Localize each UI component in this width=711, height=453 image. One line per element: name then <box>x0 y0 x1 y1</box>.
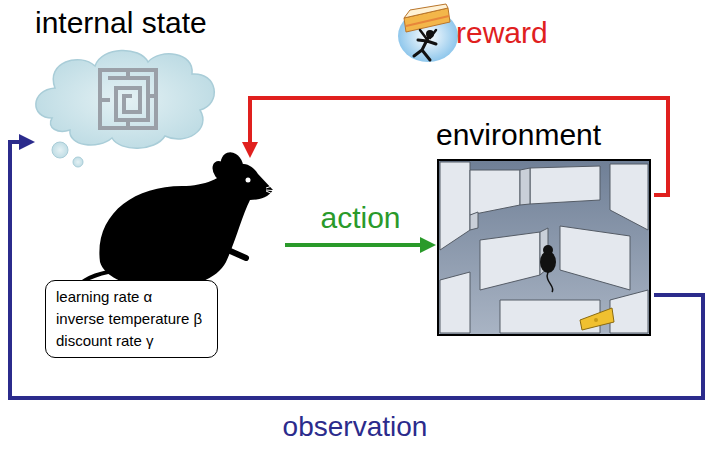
reward-icon <box>398 4 458 62</box>
action-arrow <box>285 237 436 253</box>
thought-cloud <box>36 50 214 167</box>
parameter-text: learning rate α <box>56 286 207 308</box>
internal-state-node: internal state <box>35 6 245 154</box>
environment-node: environment <box>436 118 654 338</box>
maze-picture <box>438 160 650 335</box>
reward-arrow <box>242 98 668 195</box>
parameter-box: learning rate αinverse temperature βdisc… <box>45 280 218 358</box>
edge-label: reward <box>456 16 548 50</box>
observation-arrow <box>10 134 703 398</box>
parameter-text: discount rate γ <box>56 330 207 352</box>
node-heading: internal state <box>35 6 207 40</box>
agent-node: learning rate αinverse temperature βdisc… <box>40 158 285 376</box>
edge-label: observation <box>283 410 428 444</box>
parameter-text: inverse temperature β <box>56 308 207 330</box>
edge-label: action <box>320 201 400 235</box>
node-heading: environment <box>436 118 601 152</box>
